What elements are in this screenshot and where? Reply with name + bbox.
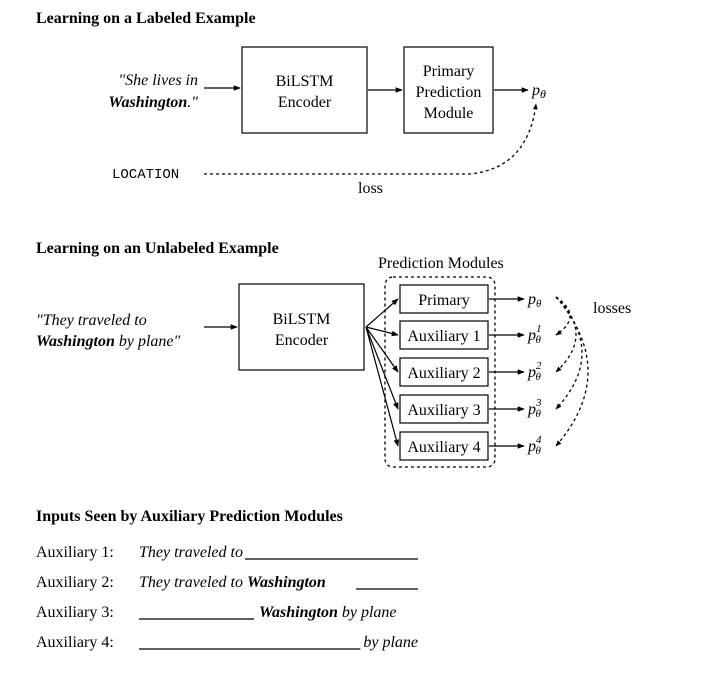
module-line1: Primary [423, 63, 475, 80]
module-box-4 [399, 431, 489, 461]
module-box-1 [399, 320, 489, 350]
unlabeled-input-line1: "They traveled to [36, 312, 147, 329]
inputs-table: Auxiliary 1: They traveled to Auxiliary 2:… [36, 544, 418, 651]
loss-arc-2 [555, 296, 577, 373]
gold-label: LOCATION [112, 167, 179, 183]
aux-row-text-4: by plane [363, 634, 418, 651]
prediction-modules-title: Prediction Modules [378, 255, 504, 272]
loss-label: loss [358, 180, 383, 197]
loss-dashed-path [204, 103, 538, 175]
labeled-encoder-line2: Encoder [278, 94, 332, 111]
unlabeled-encoder-box [238, 283, 365, 371]
aux-row-name-2: Auxiliary 2: [36, 574, 114, 591]
aux-row-text-1: They traveled to [139, 544, 243, 561]
module-box-2 [399, 357, 489, 387]
module-box-3 [399, 394, 489, 424]
module-box-0 [399, 284, 489, 314]
unlabeled-input-line2: Washington by plane" [36, 333, 181, 350]
aux-row-name-3: Auxiliary 3: [36, 604, 114, 621]
module-label-0: Primary [418, 292, 470, 309]
labeled-input-line1: "She lives in [118, 72, 198, 89]
fan-arrow-2 [365, 326, 399, 373]
fan-arrow-1 [365, 326, 399, 337]
aux-row-name-4: Auxiliary 4: [36, 634, 114, 651]
module-output-0: pθ [527, 291, 542, 310]
module-line2: Prediction [416, 84, 482, 101]
aux-row-text-3: Washington by plane [259, 604, 397, 621]
module-label-1: Auxiliary 1 [407, 328, 480, 345]
loss-arc-3 [555, 296, 583, 410]
fan-arrow-4 [365, 326, 400, 447]
labeled-section-title: Learning on a Labeled Example [36, 10, 256, 27]
loss-arc-4 [555, 296, 589, 447]
primary-module-box [403, 46, 494, 134]
inputs-section-title: Inputs Seen by Auxiliary Prediction Modu… [36, 508, 343, 525]
unlabeled-encoder-line2: Encoder [275, 332, 329, 349]
fan-arrow-3 [365, 326, 399, 410]
unlabeled-encoder-line1: BiLSTM [273, 311, 331, 328]
aux-row-name-1: Auxiliary 1: [36, 544, 114, 561]
labeled-input-line2: Washington." [108, 94, 198, 111]
fan-arrow-0 [365, 298, 399, 328]
labeled-output: pθ [531, 82, 546, 101]
loss-arc-1 [555, 296, 571, 336]
aux-row-text-2: They traveled to Washington [139, 574, 326, 591]
module-label-3: Auxiliary 3 [407, 402, 480, 419]
losses-label: losses [593, 300, 631, 317]
labeled-encoder-box [241, 46, 368, 134]
module-label-4: Auxiliary 4 [407, 439, 480, 456]
unlabeled-section-title: Learning on an Unlabeled Example [36, 240, 279, 257]
module-label-2: Auxiliary 2 [407, 365, 480, 382]
labeled-encoder-line1: BiLSTM [276, 73, 334, 90]
module-line3: Module [424, 105, 474, 122]
